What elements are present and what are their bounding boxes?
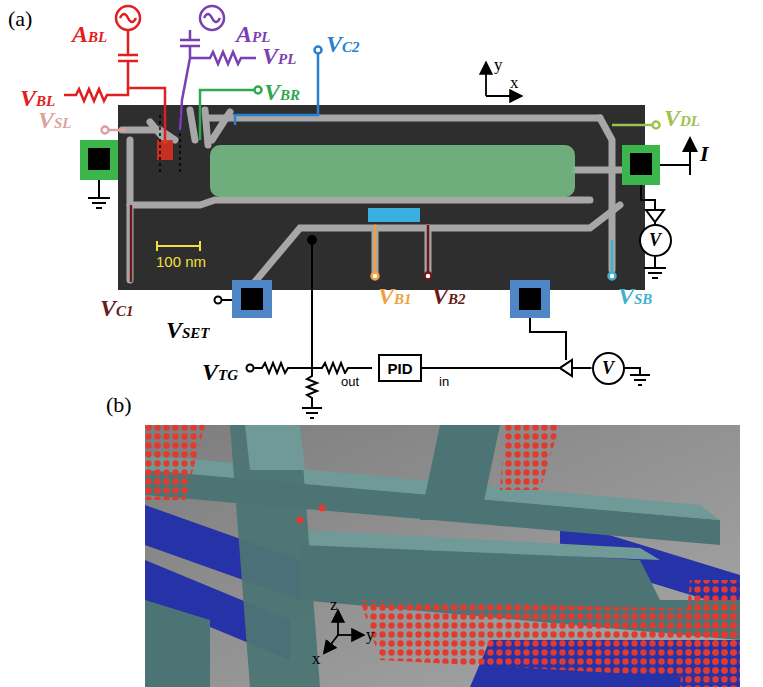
label-holder: y	[494, 56, 503, 73]
signal-name: VC2	[326, 32, 360, 56]
blue-sensor	[368, 208, 420, 222]
signal-name: VTG	[202, 360, 238, 384]
label-holder: y	[366, 626, 375, 643]
label-holder: ABL	[72, 22, 107, 46]
signal-name: VSB	[618, 284, 652, 308]
meter-letter: V	[649, 230, 661, 251]
panel-letter: (a)	[8, 6, 32, 31]
label-holder: 100 nm	[156, 254, 206, 270]
scale-label: 100 nm	[156, 253, 206, 270]
label-holder: VBL	[20, 86, 55, 110]
label-holder: VB2	[432, 284, 466, 308]
signal-name: VSET	[166, 318, 210, 342]
green-dot-region	[210, 145, 575, 197]
signal-name: APL	[236, 22, 270, 46]
signal-name: VB2	[432, 284, 466, 308]
label-holder: in	[438, 373, 450, 389]
amplifier-symbol	[560, 360, 572, 376]
signal-name: VC1	[100, 296, 134, 320]
label-holder: APL	[236, 22, 270, 46]
axis-label: y	[366, 625, 375, 644]
axis-label: x	[312, 649, 321, 668]
label-holder: x	[510, 74, 519, 91]
axis-label: x	[510, 73, 519, 92]
label-holder: VC2	[326, 32, 360, 56]
signal-name: VBR	[264, 80, 300, 104]
device-3d	[145, 425, 740, 687]
label-holder: I	[700, 143, 709, 165]
signal-name: VDL	[664, 106, 700, 130]
label-holder: z	[330, 596, 338, 613]
signal-name: VPL	[262, 44, 296, 68]
port-label: out	[340, 374, 360, 389]
label-holder: (b)	[106, 394, 132, 416]
label-holder: VBR	[264, 80, 300, 104]
label-holder: VSL	[38, 108, 72, 132]
label-holder: VC1	[100, 296, 134, 320]
label-holder: VSB	[618, 284, 652, 308]
meter-letter: V	[602, 358, 614, 379]
device-3d-parts	[145, 425, 740, 687]
panel-letter: (b)	[106, 392, 132, 417]
signal-name: VB1	[378, 284, 412, 308]
signal-name: VSL	[38, 108, 72, 132]
label-holder: VB1	[378, 284, 412, 308]
label-holder: out	[340, 373, 360, 389]
signal-name: ABL	[72, 22, 107, 46]
axis-label: y	[494, 55, 503, 74]
sem-image	[118, 105, 645, 290]
box-text: PID	[387, 360, 412, 377]
label-holder: (a)	[8, 8, 32, 30]
label-holder: VTG	[202, 360, 238, 384]
label-holder: VPL	[262, 44, 296, 68]
pid-controller-box: PID	[378, 354, 422, 382]
label-holder: x	[312, 650, 321, 667]
signal-name: VBL	[20, 86, 55, 110]
voltmeter-symbol: V	[639, 224, 672, 257]
current-label: I	[700, 141, 709, 166]
port-label: in	[438, 374, 450, 389]
scale-bar	[157, 241, 200, 251]
label-holder: VDL	[664, 106, 700, 130]
voltmeter-symbol: V	[592, 352, 625, 385]
label-holder: VSET	[166, 318, 210, 342]
axis-label: z	[330, 595, 338, 614]
